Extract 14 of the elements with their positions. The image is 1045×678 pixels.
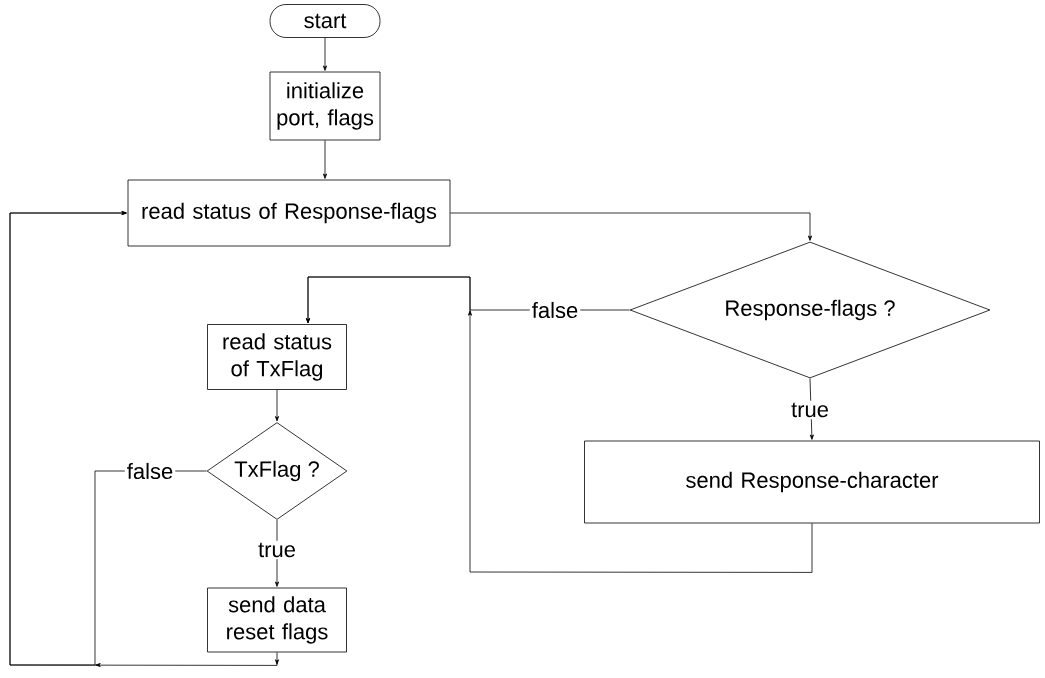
terminal-box: start xyxy=(269,4,381,38)
arrow xyxy=(323,140,327,179)
arrow xyxy=(275,389,279,422)
arrow xyxy=(450,212,812,241)
process-box: send data reset flags xyxy=(207,587,347,653)
arrow xyxy=(323,37,327,71)
process-box: read status of Response-flags xyxy=(127,179,451,247)
arrow xyxy=(9,211,279,666)
process-box: read status of TxFlag xyxy=(207,324,347,390)
arrow xyxy=(306,276,813,573)
process-box: send Response-character xyxy=(584,440,1040,524)
arrow xyxy=(809,378,814,440)
process-box: initialize port, flags xyxy=(269,71,381,141)
arrow xyxy=(275,519,279,587)
